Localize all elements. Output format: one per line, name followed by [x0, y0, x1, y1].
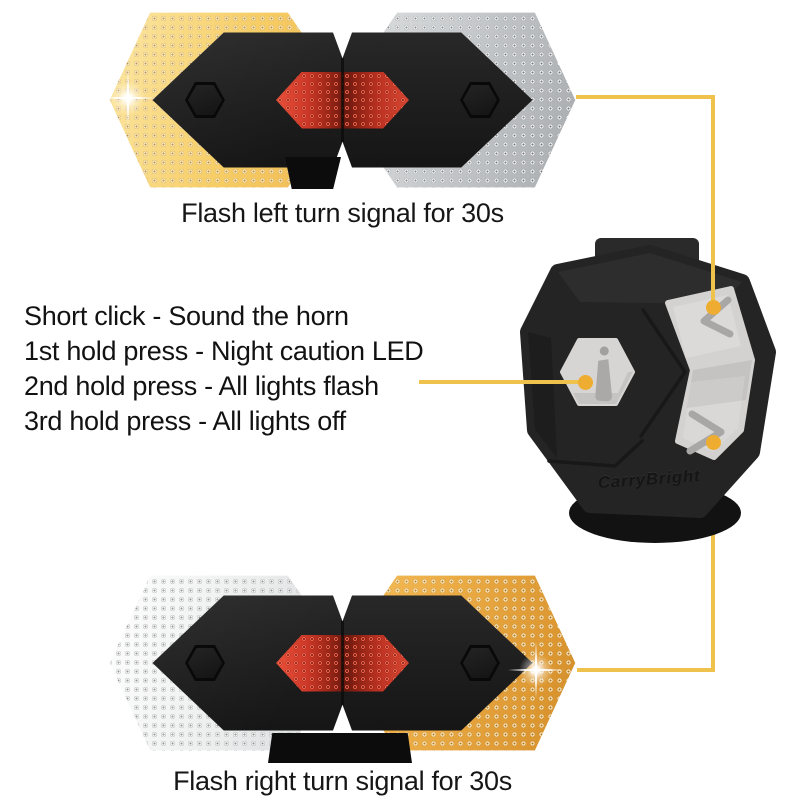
- function-button-shade: [573, 372, 633, 404]
- callout-dot-lower-button: [706, 435, 721, 450]
- chevron-groove-icon: [639, 308, 687, 438]
- callout-dot-function-button: [578, 375, 593, 390]
- lower-groove-icon: [547, 439, 644, 468]
- hex-screw-icon: [185, 645, 225, 681]
- top-caption: Flash left turn signal for 30s: [181, 198, 504, 228]
- callout-line-top-vertical: [711, 95, 715, 311]
- hex-screw-icon: [185, 82, 225, 118]
- remote-control-drawing: CarryBright CarryBright: [520, 238, 776, 543]
- upper-button-face: [673, 295, 741, 358]
- exclamation-horn-icon: [595, 346, 612, 402]
- instruction-first-hold: 1st hold press - Night caution LED: [24, 336, 424, 366]
- instruction-short-click: Short click - Sound the horn: [24, 301, 349, 331]
- callout-line-bottom-vertical: [711, 440, 715, 672]
- remote-top-facet: [558, 253, 742, 304]
- callout-line-bottom-horizontal: [577, 668, 715, 672]
- center-seam: [341, 58, 344, 142]
- callout-line-text: [419, 380, 586, 384]
- remote-control-image: CarryBright CarryBright: [515, 230, 785, 545]
- callout-dot-upper-button: [706, 300, 721, 315]
- taillight-mount: [285, 157, 341, 189]
- callout-line-top-horizontal: [576, 95, 715, 99]
- chevron-down-icon: [686, 410, 725, 455]
- button-instructions: Short click - Sound the horn 1st hold pr…: [24, 299, 424, 439]
- taillight-left-turn-image: [100, 5, 580, 195]
- bottom-caption: Flash right turn signal for 30s: [173, 766, 512, 796]
- rocker-middle-shade: [687, 360, 752, 408]
- instruction-second-hold: 2nd hold press - All lights flash: [24, 371, 379, 401]
- lower-button-face: [683, 376, 745, 452]
- remote-left-facet: [528, 332, 557, 458]
- taillight-mount: [268, 733, 412, 763]
- center-seam: [341, 621, 344, 705]
- taillight-right-turn-image: [105, 568, 580, 763]
- instruction-third-hold: 3rd hold press - All lights off: [24, 406, 346, 436]
